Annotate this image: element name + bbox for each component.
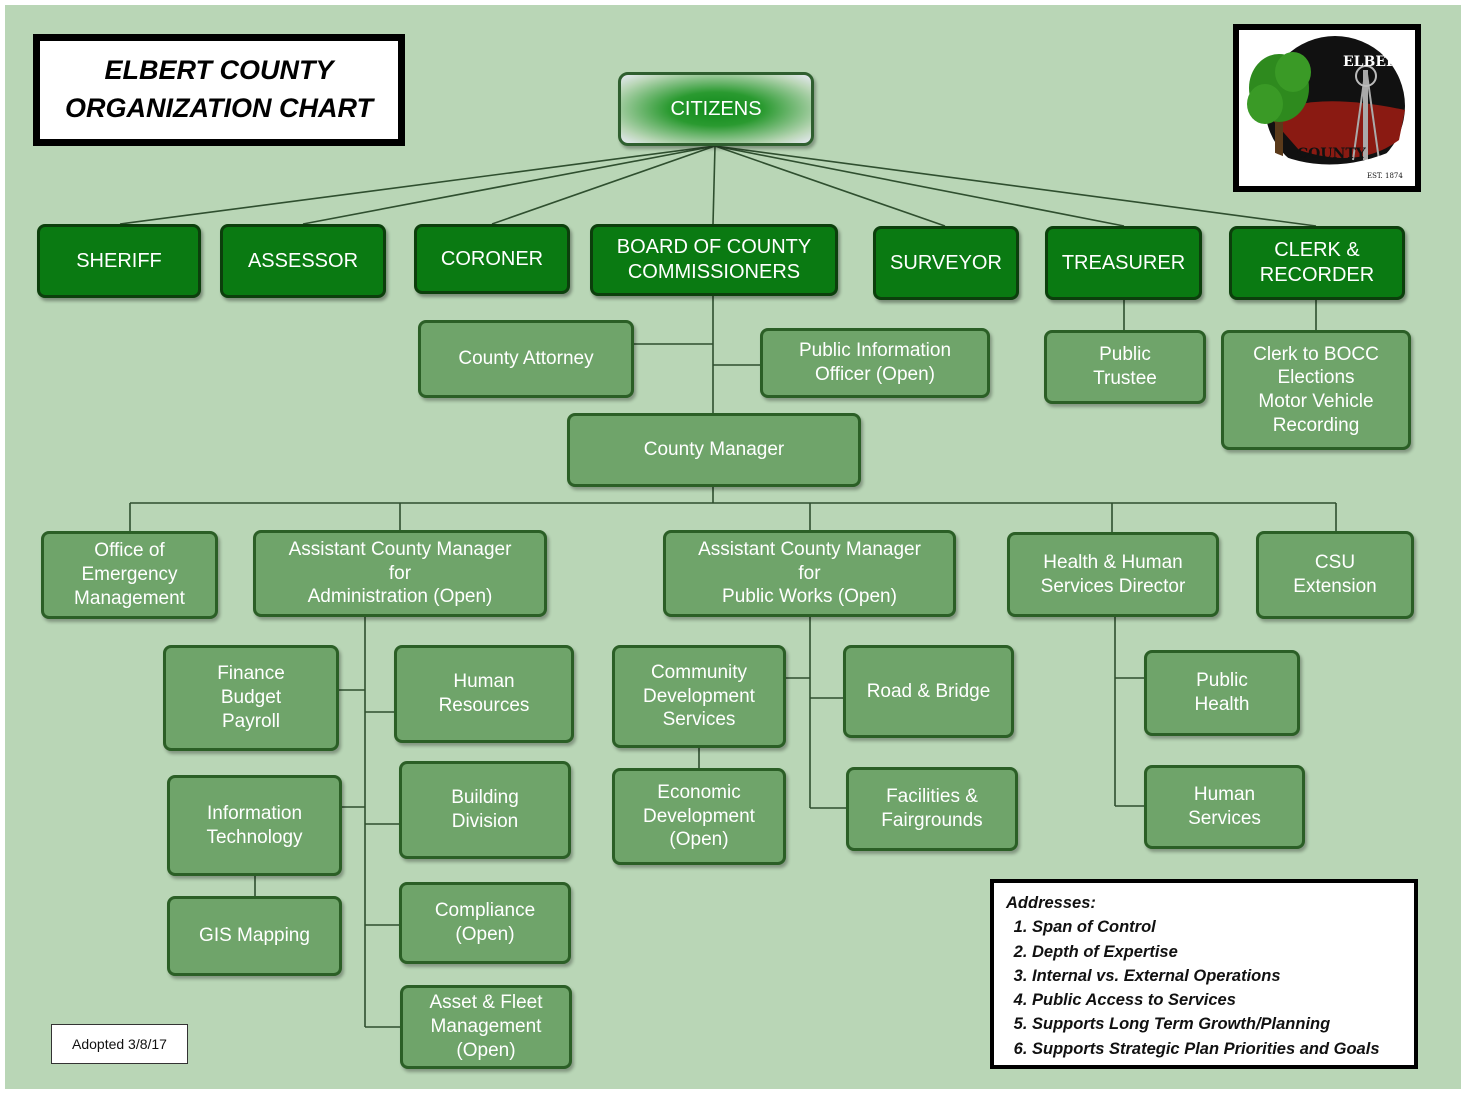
node-gis-mapping: GIS Mapping [167,896,342,976]
chart-title-line2: ORGANIZATION CHART [65,93,373,123]
addresses-item: Supports Strategic Plan Priorities and G… [1032,1037,1402,1061]
node-clerk-functions: Clerk to BOCC Elections Motor Vehicle Re… [1221,330,1411,450]
node-office-of-emergency-management: Office of Emergency Management [41,531,218,619]
connector-citizens-assessor [302,145,716,225]
addresses-item: Depth of Expertise [1032,940,1402,964]
connector-citizens-clerk [714,145,1317,227]
addresses-item: Public Access to Services [1032,988,1402,1012]
addresses-item: Internal vs. External Operations [1032,964,1402,988]
node-coroner: CORONER [414,224,570,294]
county-logo: ELBERT COUNTY EST. 1874 [1233,24,1421,192]
node-health-human-services-director: Health & Human Services Director [1007,532,1219,617]
node-human-services: Human Services [1144,765,1305,849]
node-sheriff: SHERIFF [37,224,201,298]
addresses-box: Addresses: Span of Control Depth of Expe… [990,879,1418,1069]
node-clerk-and-recorder: CLERK & RECORDER [1229,226,1405,300]
addresses-heading: Addresses: [1006,894,1096,912]
node-facilities-fairgrounds: Facilities & Fairgrounds [846,767,1018,851]
node-asset-fleet-management: Asset & Fleet Management (Open) [400,985,572,1069]
node-public-information-officer: Public Information Officer (Open) [760,328,990,398]
node-human-resources: Human Resources [394,645,574,743]
addresses-item: Span of Control [1032,915,1402,939]
logo-text-top: ELBERT [1343,54,1408,70]
node-csu-extension: CSU Extension [1256,531,1414,619]
addresses-list: Span of Control Depth of Expertise Inter… [1006,915,1402,1061]
chart-title-line1: ELBERT COUNTY [104,55,334,86]
node-road-and-bridge: Road & Bridge [843,645,1014,738]
connector-citizens-sheriff [119,145,716,225]
node-compliance: Compliance (Open) [399,882,571,964]
node-building-division: Building Division [399,761,571,859]
addresses-item: Supports Long Term Growth/Planning [1032,1012,1402,1036]
node-surveyor: SURVEYOR [873,226,1019,300]
node-citizens: CITIZENS [618,72,814,146]
connector-citizens-coroner [491,145,716,225]
adopted-date-label: Adopted 3/8/17 [51,1024,188,1064]
node-acm-public-works: Assistant County Manager for Public Work… [663,530,956,617]
connector-citizens-bocc [712,145,716,225]
connector-citizens-surveyor [714,145,946,227]
node-information-technology: Information Technology [167,775,342,876]
county-seal-icon: ELBERT COUNTY EST. 1874 [1247,36,1408,180]
node-county-attorney: County Attorney [418,320,634,398]
node-finance-budget-payroll: Finance Budget Payroll [163,645,339,751]
node-board-of-county-commissioners: BOARD OF COUNTY COMMISSIONERS [590,224,838,296]
node-acm-administration: Assistant County Manager for Administrat… [253,530,547,617]
node-assessor: ASSESSOR [220,224,386,298]
node-public-health: Public Health [1144,650,1300,736]
logo-text-bottom: COUNTY [1297,146,1367,162]
connector-citizens-treasurer [714,145,1125,227]
node-treasurer: TREASURER [1045,226,1202,300]
chart-title-box: ELBERT COUNTY ORGANIZATION CHART [33,34,405,146]
logo-text-est: EST. 1874 [1367,172,1403,180]
node-county-manager: County Manager [567,413,861,487]
node-economic-development: Economic Development (Open) [612,768,786,865]
node-public-trustee: Public Trustee [1044,330,1206,404]
node-community-development-services: Community Development Services [612,645,786,748]
